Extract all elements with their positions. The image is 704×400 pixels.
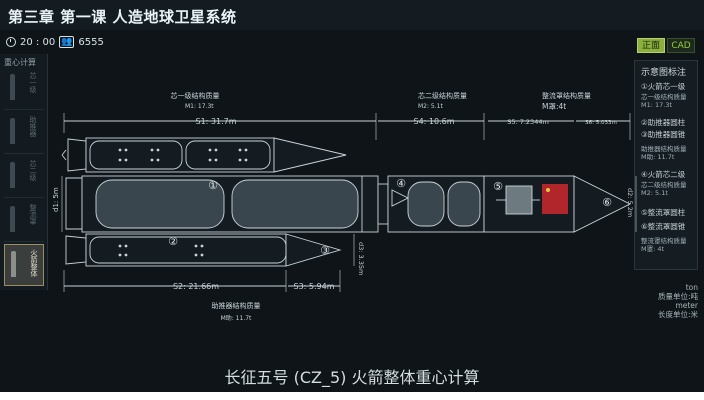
- status-row: 20 : 00 👥 6555: [6, 36, 104, 48]
- tab-label: 芯一级: [29, 72, 37, 93]
- dim-s5: S5: 7.2344m: [507, 118, 549, 126]
- tab-core-stage-1[interactable]: 芯一级: [4, 68, 44, 110]
- dim-s3: S3: 5.94m: [293, 282, 334, 291]
- core2-mass-value: M2: 5.1t: [418, 103, 443, 110]
- tab-label: 芯二级: [29, 160, 37, 181]
- mass-unit-label: 质量单位:吨: [657, 292, 698, 301]
- rocket-icon: [10, 162, 15, 188]
- legend-subtext: 整流罩结构质量 M罩: 4t: [641, 237, 687, 253]
- dim-d3: d3: 3.35m: [357, 242, 365, 275]
- core-stage-2: [387, 175, 485, 233]
- dim-s2: S2: 21.66m: [173, 282, 219, 291]
- flag-icon: [542, 184, 568, 214]
- interstage: [377, 183, 389, 225]
- fairing-mass-value: M罩:4t: [542, 102, 566, 111]
- title-bar: 第三章 第一课 人造地球卫星系统: [0, 0, 704, 30]
- mass-unit-value: ton: [685, 283, 698, 292]
- left-panel: 重心计算 芯一级 助推器 芯二级 整流罩 火箭整体: [0, 54, 48, 290]
- legend-item: ①火箭芯一级: [641, 82, 686, 91]
- marker-4: ④: [396, 177, 406, 190]
- people-icon: 👥: [59, 36, 75, 48]
- marker-3: ③: [320, 244, 330, 257]
- lesson-title: 第三章 第一课 人造地球卫星系统: [8, 8, 237, 26]
- timer-text: 20 : 00: [20, 36, 56, 48]
- fairing-mass-title: 整流罩结构质量: [542, 91, 591, 100]
- upper-booster: [61, 137, 347, 173]
- tab-whole-rocket[interactable]: 火箭整体: [4, 244, 44, 286]
- clock-icon: [6, 37, 16, 47]
- length-unit-value: meter: [675, 301, 698, 310]
- bottom-margin: [0, 392, 704, 400]
- cad-view-toggle[interactable]: CAD: [667, 38, 695, 53]
- rocket-icon: [10, 118, 15, 144]
- marker-2: ②: [168, 235, 178, 248]
- core1-mass-title: 芯一级结构质量: [171, 91, 220, 100]
- rocket-icon: [11, 251, 16, 277]
- rocket-icon: [10, 74, 15, 100]
- dim-s6: S6: 5.033m: [585, 120, 617, 126]
- legend-item: ②助推器圆柱: [641, 118, 686, 127]
- tab-label: 助推器: [29, 116, 37, 137]
- legend-subtext: 芯二级结构质量 M2: 5.1t: [641, 181, 687, 197]
- tab-label: 整流罩: [29, 204, 37, 225]
- dim-s1: S1: 31.7m: [195, 117, 236, 126]
- core2-mass-title: 芯二级结构质量: [418, 91, 467, 100]
- dim-s4: S4: 10.6m: [413, 117, 454, 126]
- marker-5: ⑤: [493, 180, 503, 193]
- tab-fairing[interactable]: 整流罩: [4, 200, 44, 242]
- front-view-toggle[interactable]: 正面: [637, 38, 665, 53]
- page-caption: 长征五号 (CZ_5) 火箭整体重心计算: [224, 368, 480, 387]
- legend-item: ⑥整流罩圆锥: [641, 222, 686, 231]
- tab-label: 火箭整体: [30, 249, 38, 277]
- booster-mass-title: 助推器结构质量: [212, 301, 261, 310]
- length-unit-label: 长度单位:米: [657, 310, 698, 319]
- legend-item: ⑤整流罩圆柱: [641, 208, 686, 217]
- marker-1: ①: [208, 179, 218, 192]
- left-panel-title: 重心计算: [4, 58, 36, 67]
- legend-item: ③助推器圆锥: [641, 130, 686, 139]
- rocket-icon: [10, 206, 15, 232]
- core1-mass-value: M1: 17.3t: [185, 103, 214, 110]
- tab-booster[interactable]: 助推器: [4, 112, 44, 154]
- legend-title: 示意图标注: [641, 68, 687, 78]
- dim-d1: d1: 5m: [52, 187, 60, 212]
- legend-panel: 示意图标注 ①火箭芯一级 芯一级结构质量 M1: 17.3t ②助推器圆柱 ③助…: [634, 60, 698, 270]
- marker-6: ⑥: [602, 196, 612, 209]
- legend-subtext: 芯一级结构质量 M1: 17.3t: [641, 93, 687, 109]
- dim-d2: d2: 5.2m: [626, 188, 634, 217]
- legend-item: ④火箭芯二级: [641, 170, 686, 179]
- legend-subtext: 助推器结构质量 M助: 11.7t: [641, 145, 687, 161]
- lower-booster: [65, 233, 342, 267]
- tab-core-stage-2[interactable]: 芯二级: [4, 156, 44, 198]
- booster-mass-value: M助: 11.7t: [221, 314, 252, 322]
- units-block: ton 质量单位:吨 meter 长度单位:米: [636, 283, 698, 319]
- core-stage-1: [65, 175, 379, 233]
- users-count: 6555: [78, 36, 104, 48]
